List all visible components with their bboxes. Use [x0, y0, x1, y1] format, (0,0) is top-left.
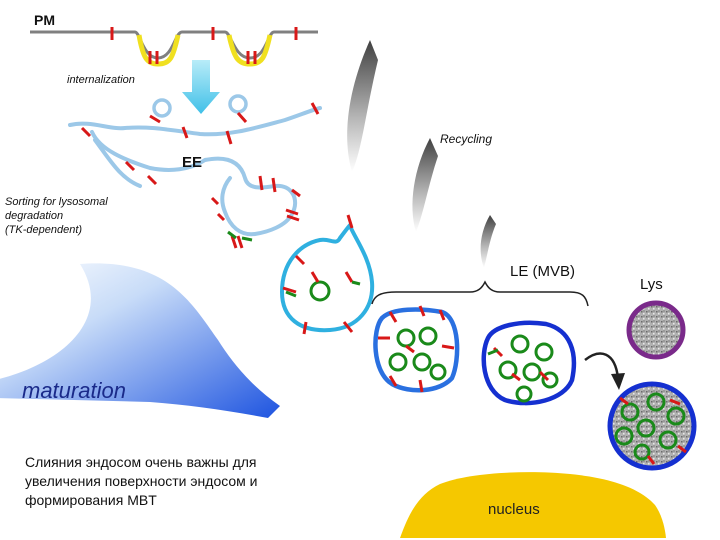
note-text: Слияния эндосом очень важны для увеличен…: [25, 453, 365, 510]
late-endosome-1: [373, 307, 460, 393]
sorting-line-1: Sorting for lysosomal: [5, 196, 108, 208]
membrane-receptors: [110, 27, 298, 64]
label-ee: EE: [182, 154, 203, 171]
label-sorting: Sorting for lysosomal degradation (TK-de…: [5, 195, 175, 237]
le2-receptors: [492, 346, 550, 382]
recycling-arc-2: [412, 138, 438, 232]
sorting-line-2: degradation: [5, 210, 64, 222]
sorting-line-3: (TK-dependent): [5, 224, 83, 236]
early-endosome-network: [68, 106, 322, 237]
late-endosome-2: [481, 320, 577, 406]
recycling-arc-3: [480, 215, 496, 268]
endocytic-vesicle-2: [228, 94, 248, 114]
label-le-mvb: LE (MVB): [510, 263, 576, 280]
label-lys: Lys: [640, 276, 663, 293]
label-maturation: maturation: [22, 378, 126, 403]
internalization-arrow: [182, 60, 220, 114]
label-internalization: internalization: [67, 74, 135, 86]
note-line-2: увеличения поверхности эндосом и: [25, 473, 258, 489]
plasma-membrane: [30, 30, 318, 60]
le-brace: [371, 280, 589, 307]
note-line-3: формирования MBT: [25, 492, 157, 508]
le1-receptors: [378, 305, 455, 393]
label-nucleus: nucleus: [488, 501, 540, 518]
lysosome: [626, 300, 686, 360]
endocytic-vesicle-1: [152, 98, 172, 118]
sorting-endosome-vesicle: [309, 280, 331, 302]
endolysosome-receptors: [619, 396, 687, 465]
ee-tk-markers: [227, 230, 253, 242]
fusion-arrow: [584, 352, 620, 379]
le2-vesicles: [498, 334, 559, 403]
sorting-endosome: [279, 223, 375, 333]
note-line-1: Слияния эндосом очень важны для: [25, 454, 257, 470]
recycling-arc-1: [347, 40, 378, 172]
sorting-endosome-receptors: [282, 214, 354, 335]
le1-vesicles: [388, 326, 447, 381]
endolysosome-vesicles: [614, 392, 686, 461]
nucleus: [400, 472, 666, 538]
label-pm: PM: [34, 12, 55, 28]
ee-receptors: [80, 102, 320, 249]
clathrin-coat-2: [226, 34, 273, 67]
maturation-gradient-arrow: [0, 263, 280, 418]
label-recycling: Recycling: [440, 132, 493, 146]
